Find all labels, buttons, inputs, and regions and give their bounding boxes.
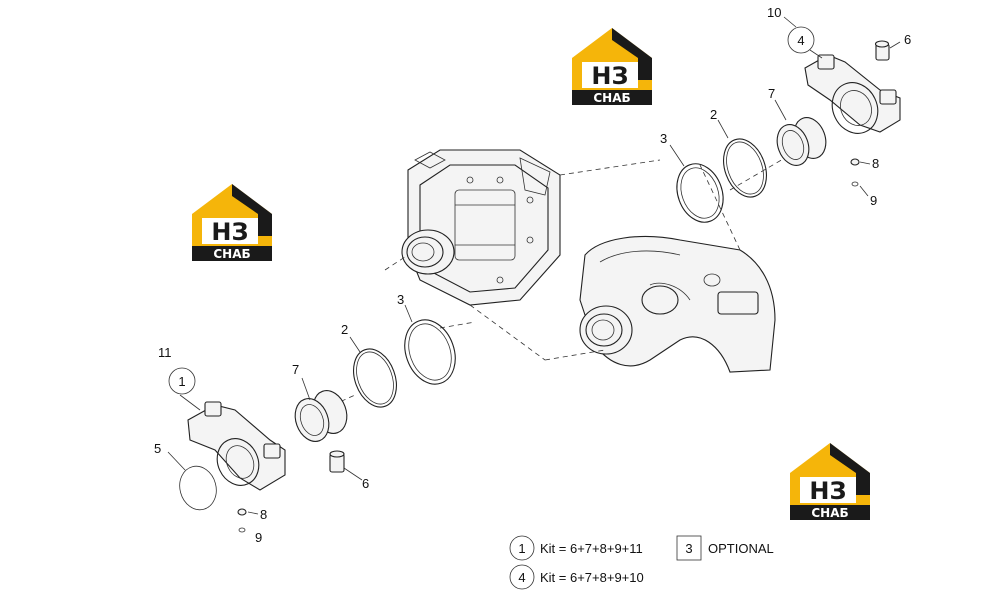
- seal-ring-2-right: [723, 138, 767, 198]
- callout-5: 5: [154, 441, 161, 456]
- legend-kit4-symbol: 4: [518, 570, 525, 585]
- bracket-11: [187, 401, 286, 491]
- logo-letters: НЗ: [211, 218, 248, 246]
- seal-ring-3-left: [404, 319, 456, 385]
- bushing-7-right: [776, 117, 827, 166]
- leader-lines-right: [669, 16, 901, 197]
- logo-letters: НЗ: [591, 62, 628, 90]
- callout-10: 10: [767, 5, 781, 20]
- brand-logo-bottom-right: НЗ СНАБ: [790, 443, 870, 520]
- callout-2-left: 2: [341, 322, 348, 337]
- bushing-7-left: [294, 390, 348, 442]
- callout-2-right: 2: [710, 107, 717, 122]
- callout-4-circle: 4: [797, 33, 804, 48]
- callout-11: 11: [158, 345, 172, 360]
- kit-circle-4-right: [787, 26, 815, 54]
- brand-logo-top: НЗ СНАБ: [572, 28, 652, 105]
- callout-8-left: 8: [260, 507, 267, 522]
- callout-6-left: 6: [362, 476, 369, 491]
- bracket-10: [804, 54, 901, 134]
- callout-1-circle: 1: [178, 374, 185, 389]
- logo-letters: НЗ: [809, 477, 846, 505]
- callout-8-right: 8: [872, 156, 879, 171]
- pin-6-left: [329, 450, 345, 473]
- callout-3-right: 3: [660, 131, 667, 146]
- disk-5: [179, 465, 217, 511]
- brand-logo-left: НЗ СНАБ: [192, 184, 272, 261]
- callout-7-left: 7: [292, 362, 299, 377]
- axle-beam: [579, 235, 776, 373]
- legend-kit4-text: Kit = 6+7+8+9+10: [540, 570, 644, 585]
- seal-ring-2-left: [353, 348, 397, 408]
- callout-3-left: 3: [397, 292, 404, 307]
- logo-caption: СНАБ: [213, 247, 250, 261]
- legend-kit1-circle: [509, 535, 535, 561]
- legend-optional-box: [676, 535, 702, 561]
- kit-circle-1-left: [168, 367, 196, 395]
- nut-8-right: [850, 158, 860, 166]
- nut-8-left: [237, 508, 247, 516]
- screw-9-right: [851, 181, 859, 187]
- differential-housing: [401, 149, 561, 306]
- logo-caption: СНАБ: [811, 506, 848, 520]
- callout-6-right: 6: [904, 32, 911, 47]
- seal-ring-3-right: [676, 163, 724, 223]
- callout-9-left: 9: [255, 530, 262, 545]
- legend-kit1-text: Kit = 6+7+8+9+11: [540, 541, 643, 556]
- callout-7-right: 7: [768, 86, 775, 101]
- legend-optional-symbol: 3: [685, 541, 692, 556]
- legend-optional-text: OPTIONAL: [708, 541, 774, 556]
- leader-lines-left: [167, 304, 413, 515]
- screw-9-left: [238, 527, 246, 533]
- pin-6-right: [874, 40, 890, 61]
- logo-caption: СНАБ: [593, 91, 630, 105]
- legend-kit4-circle: [509, 564, 535, 590]
- legend-kit1-symbol: 1: [518, 541, 525, 556]
- legend: 1 Kit = 6+7+8+9+11 4 Kit = 6+7+8+9+10 3 …: [509, 535, 774, 590]
- callout-9-right: 9: [870, 193, 877, 208]
